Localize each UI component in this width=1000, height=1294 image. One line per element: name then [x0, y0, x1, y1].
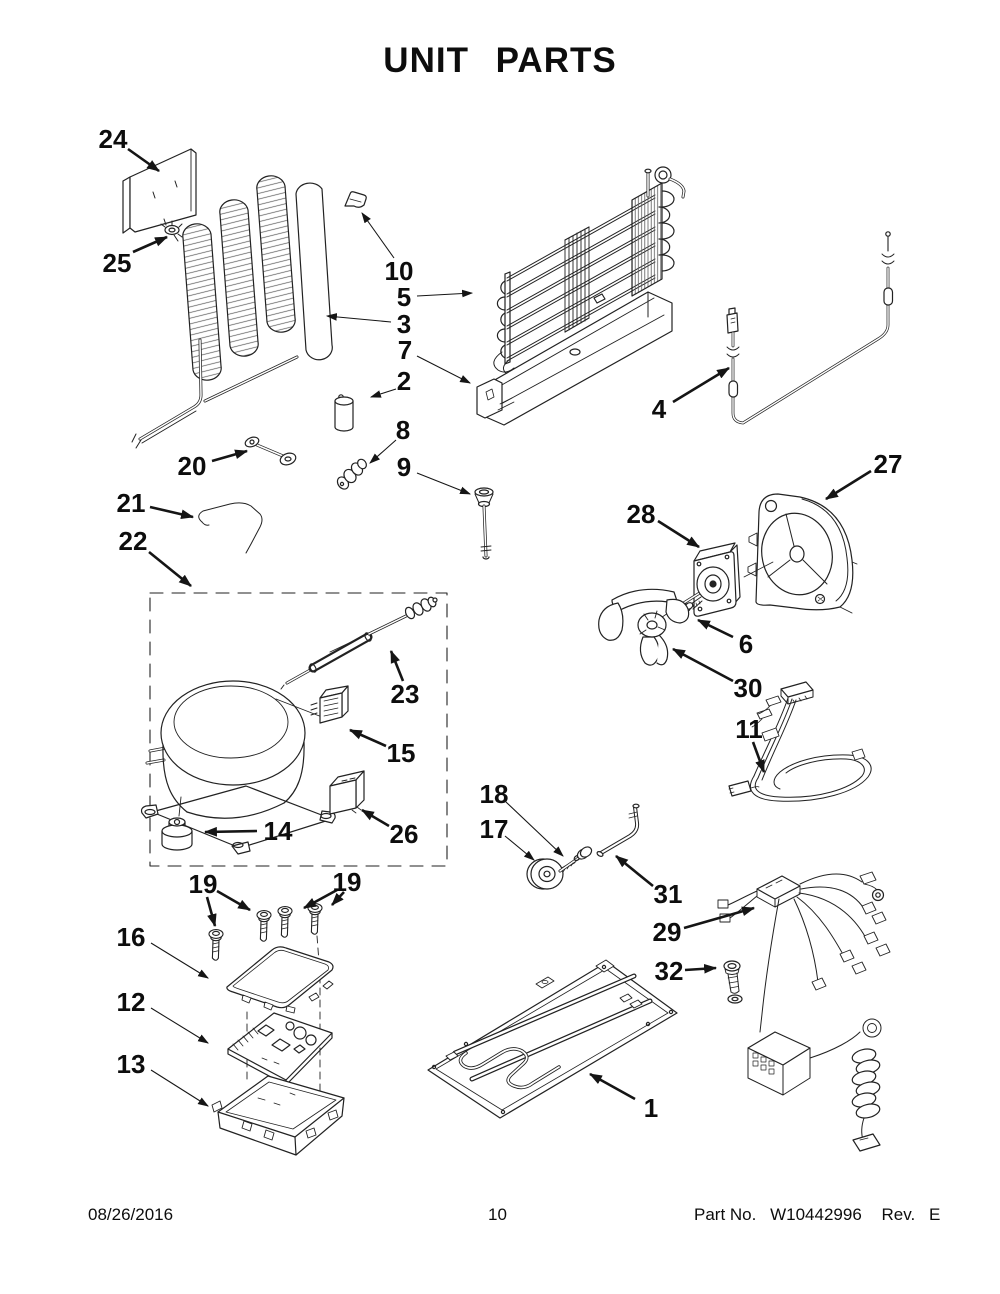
- footer-part-number: Part No. W10442996 Rev. E: [694, 1205, 940, 1225]
- leader-line-26: [361, 808, 390, 828]
- part-18-pin: [558, 846, 593, 873]
- part-1-base-plate: [427, 959, 678, 1119]
- tube-inner: [669, 178, 685, 198]
- leader-line-5: [416, 289, 474, 298]
- part-23-suction-tube: [280, 596, 438, 690]
- tube-inner: [368, 615, 407, 635]
- tube-inner: [256, 444, 284, 457]
- footer-page-number: 10: [488, 1205, 507, 1224]
- leader-line-10: [361, 212, 395, 259]
- part-4-thermistor: [726, 231, 895, 425]
- tube-inner: [204, 356, 298, 402]
- tube-inner: [146, 759, 165, 764]
- part-8-coupler: [336, 458, 367, 490]
- leader-line-12: [150, 1007, 209, 1044]
- leader-line-15: [349, 728, 387, 748]
- leader-line-28: [657, 519, 700, 549]
- part-no-value: W10442996: [770, 1205, 862, 1224]
- part-25-fastener: [160, 220, 183, 242]
- leader-line-7: [416, 355, 471, 384]
- tube-inner: [600, 806, 639, 854]
- part-5-condenser: [493, 166, 686, 375]
- leader-line-4: [672, 366, 730, 404]
- leader-line-31: [615, 854, 654, 888]
- leader-line-32: [684, 963, 718, 974]
- tube-inner: [559, 856, 581, 872]
- part-32-screw: [723, 960, 743, 1004]
- leader-line-20: [211, 449, 249, 463]
- leader-line-17: [504, 835, 535, 861]
- tube-inner: [310, 634, 371, 671]
- leader-line-19: [216, 889, 251, 912]
- part-15-relay: [275, 685, 349, 724]
- leader-line-21: [149, 505, 195, 520]
- leader-line-14: [203, 826, 258, 837]
- part-10-clip: [344, 191, 367, 208]
- part-31-tube: [596, 803, 640, 857]
- leader-line-3: [325, 313, 392, 323]
- rev-value: E: [928, 1205, 941, 1224]
- leader-line-6: [697, 618, 734, 639]
- leader-line-16: [150, 942, 209, 979]
- leader-line-1: [589, 1072, 636, 1101]
- leader-line-25: [132, 235, 168, 254]
- part-26-capacitor: [329, 770, 365, 815]
- leader-line-19: [303, 888, 338, 910]
- tube-inner: [453, 974, 636, 1055]
- leader-line-19: [331, 891, 345, 906]
- leader-line-30: [672, 647, 734, 683]
- rev-label: Rev.: [881, 1205, 916, 1224]
- part-21-wire-clip: [198, 502, 263, 554]
- leader-line-11: [751, 741, 766, 774]
- leader-line-13: [150, 1069, 209, 1107]
- tube-inner: [483, 505, 487, 557]
- leader-line-9: [416, 472, 472, 495]
- tube-inner: [459, 1048, 560, 1089]
- leader-line-19: [205, 896, 217, 928]
- part-14-grommet: [161, 796, 193, 851]
- leader-line-27: [825, 469, 872, 501]
- part-13-control-box: [211, 1075, 345, 1156]
- part-22-kit-outline: [149, 592, 448, 867]
- tube-inner: [286, 668, 313, 684]
- leader-line-2: [369, 388, 397, 398]
- part-30-fan-blade: [598, 588, 690, 666]
- part-27-fan-shroud: [743, 493, 858, 614]
- part-9-drain-tube: [474, 487, 494, 560]
- leader-line-23: [389, 649, 405, 682]
- footer-date: 08/26/2016: [88, 1205, 174, 1224]
- part-7-drain-pan: [476, 291, 673, 426]
- tube-inner: [139, 339, 202, 440]
- leader-line-24: [127, 147, 160, 173]
- part-11-harness: [728, 681, 872, 802]
- part-12-control-board: [227, 1012, 333, 1086]
- tube-inner: [732, 304, 889, 424]
- part-29-main-harness: [717, 871, 891, 1152]
- page-title: UNIT PARTS: [383, 41, 617, 80]
- part-no-label: Part No.: [694, 1205, 757, 1224]
- part-17-roller: [526, 858, 576, 890]
- leader-line-18: [505, 801, 564, 857]
- leader-line-8: [369, 439, 397, 464]
- footer: 08/26/2016 10 Part No. W10442996 Rev. E: [0, 1205, 1000, 1229]
- part-28-fan-motor: [669, 542, 741, 617]
- part-16-cover: [226, 946, 334, 1014]
- tube-inner: [470, 999, 652, 1081]
- leader-line-29: [683, 906, 756, 930]
- part-3-evaporator: [131, 175, 333, 449]
- leader-line-22: [148, 550, 192, 588]
- part-2-drier: [334, 394, 354, 432]
- part-20-clamp: [244, 436, 297, 466]
